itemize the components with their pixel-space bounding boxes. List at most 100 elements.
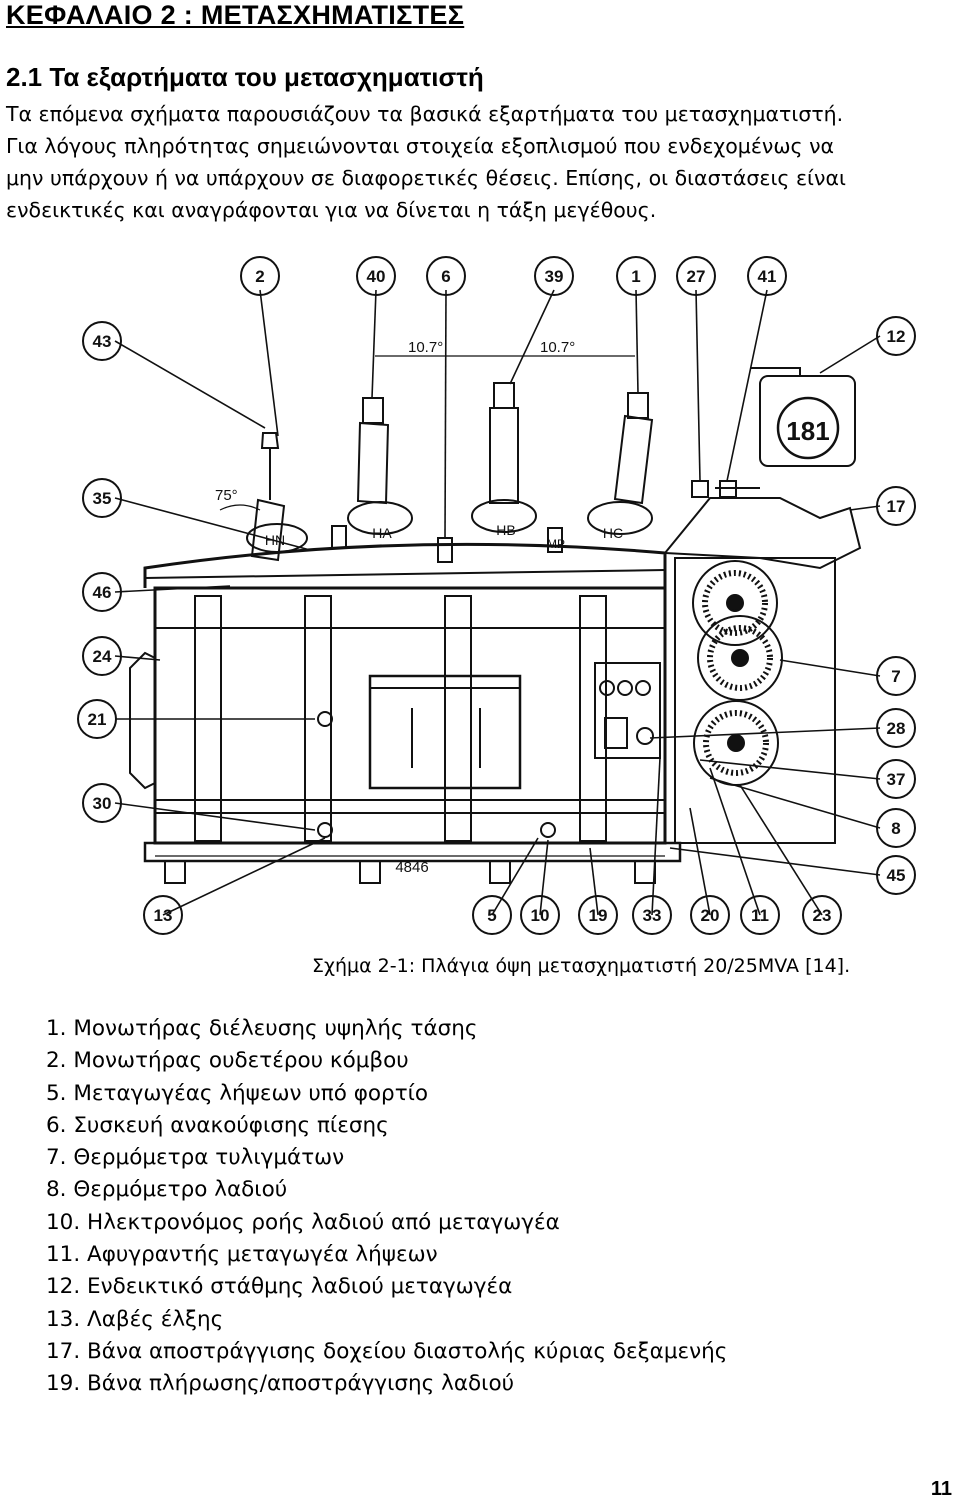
svg-text:43: 43 (93, 332, 112, 351)
callout-2: 2 (240, 256, 280, 296)
tilt-angle: 75° (215, 487, 238, 504)
hv-bushing-a: HA (347, 397, 413, 541)
callout-46: 46 (82, 572, 122, 612)
gauge-label: 181 (786, 416, 829, 446)
callouts: 2 40 6 39 1 27 41 43 35 46 24 21 30 12 1… (77, 256, 916, 935)
oltc-cabinet (594, 662, 661, 759)
oil-level-indicator (776, 396, 840, 460)
svg-text:5: 5 (487, 906, 496, 925)
callout-10: 10 (520, 895, 560, 935)
length-dimension: 4846 (395, 859, 428, 876)
svg-text:41: 41 (758, 267, 777, 286)
callout-41: 41 (747, 256, 787, 296)
figure-caption: Σχήμα 2-1: Πλάγια όψη μετασχηματιστή 20/… (312, 955, 851, 977)
callout-6: 6 (426, 256, 466, 296)
svg-text:21: 21 (88, 710, 107, 729)
svg-text:8: 8 (891, 819, 900, 838)
chapter-title: ΚΕΦΑΛΑΙΟ 2 : ΜΕΤΑΣΧΗΜΑΤΙΣΤΕΣ (6, 0, 465, 30)
svg-text:39: 39 (545, 267, 564, 286)
callout-11: 11 (740, 895, 780, 935)
legend-item: 5. Μεταγωγέας λήψεων υπό φορτίο (46, 1080, 429, 1106)
callout-37: 37 (876, 759, 916, 799)
svg-text:24: 24 (93, 647, 112, 666)
legend-item: 7. Θερμόμετρα τυλιγμάτων (46, 1145, 345, 1171)
intro-paragraph: Τα επόμενα σχήματα παρουσιάζουν τα βασικ… (6, 98, 956, 226)
cooling-fan (693, 700, 779, 786)
callout-17: 17 (876, 486, 916, 526)
angle-dimension: 10.7° (540, 339, 575, 356)
svg-text:11: 11 (751, 906, 769, 925)
callout-5: 5 (472, 895, 512, 935)
callout-8: 8 (876, 808, 916, 848)
legend-item: 19. Βάνα πλήρωσης/αποστράγγισης λαδιού (46, 1371, 515, 1397)
bushing-label: HB (496, 522, 515, 538)
lifting-lug (540, 822, 556, 838)
legend-item: 17. Βάνα αποστράγγισης δοχείου διαστολής… (46, 1338, 728, 1364)
callout-20: 20 (690, 895, 730, 935)
lifting-lug (317, 822, 333, 838)
svg-text:MP: MP (547, 537, 565, 551)
conservator-support (662, 497, 862, 570)
svg-text:45: 45 (887, 866, 906, 885)
svg-text:2: 2 (255, 267, 264, 286)
svg-text:33: 33 (643, 906, 662, 925)
callout-12: 12 (876, 316, 916, 356)
svg-text:27: 27 (687, 267, 706, 286)
angle-dimension: 10.7° (408, 339, 443, 356)
stiffener (444, 595, 472, 842)
transformer-drawing: 4846 HN HA HB HC MP 10.7° 10.7° 75° (77, 256, 916, 935)
callout-13: 13 (143, 895, 183, 935)
svg-text:13: 13 (154, 906, 173, 925)
callout-39: 39 (534, 256, 574, 296)
svg-text:20: 20 (701, 906, 720, 925)
callout-21: 21 (77, 699, 117, 739)
callout-24: 24 (82, 636, 122, 676)
hv-bushing-b: HB (471, 382, 537, 538)
oltc-conservator (759, 375, 856, 467)
transformer-side-view-figure: 4846 HN HA HB HC MP 10.7° 10.7° 75° (60, 248, 930, 948)
callout-19: 19 (578, 895, 618, 935)
legend-item: 2. Μονωτήρας ουδετέρου κόμβου (46, 1048, 409, 1074)
callout-45: 45 (876, 855, 916, 895)
callout-28: 28 (876, 708, 916, 748)
svg-text:28: 28 (887, 719, 906, 738)
intro-line: Τα επόμενα σχήματα παρουσιάζουν τα βασικ… (6, 102, 844, 126)
callout-35: 35 (82, 478, 122, 518)
cooling-fan (692, 560, 778, 646)
tank-cover (143, 542, 667, 588)
section-title: 2.1 Τα εξαρτήματα του μετασχηματιστή (6, 62, 484, 92)
svg-text:12: 12 (887, 327, 906, 346)
legend-item: 1. Μονωτήρας διέλευσης υψηλής τάσης (46, 1016, 478, 1041)
legend-item: 6. Συσκευή ανακούφισης πίεσης (46, 1112, 389, 1138)
leader-lines (114, 289, 881, 916)
svg-text:10: 10 (531, 906, 550, 925)
legend-item: 13. Λαβές έλξης (46, 1306, 224, 1332)
callout-30: 30 (82, 783, 122, 823)
intro-line: ενδεικτικές και αναγράφονται για να δίνε… (6, 198, 657, 222)
svg-text:1: 1 (631, 267, 640, 286)
svg-text:37: 37 (887, 770, 906, 789)
callout-1: 1 (616, 256, 656, 296)
hv-bushing-c: HC (587, 392, 654, 541)
callout-23: 23 (802, 895, 842, 935)
legend-item: 10. Ηλεκτρονόμος ροής λαδιού από μεταγωγ… (46, 1209, 560, 1235)
intro-line: Για λόγους πληρότητας σημειώνονται στοιχ… (6, 134, 835, 158)
callout-40: 40 (356, 256, 396, 296)
svg-text:19: 19 (589, 906, 608, 925)
base-skid (143, 841, 682, 863)
svg-text:17: 17 (887, 497, 906, 516)
lifting-lug (317, 711, 333, 727)
callout-27: 27 (676, 256, 716, 296)
svg-text:35: 35 (93, 489, 112, 508)
radiator-bank (674, 557, 836, 844)
intro-line: μην υπάρχουν ή να υπάρχουν σε διαφορετικ… (6, 166, 846, 190)
page-number: 11 (930, 1478, 952, 1500)
callout-43: 43 (82, 321, 122, 361)
callout-7: 7 (876, 656, 916, 696)
svg-text:46: 46 (93, 583, 112, 602)
stiffener (579, 595, 607, 842)
svg-text:23: 23 (813, 906, 832, 925)
bushing-label: HA (372, 525, 392, 541)
legend-item: 11. Αφυγραντής μεταγωγέα λήψεων (46, 1242, 438, 1268)
bushing-label: HC (603, 525, 623, 541)
